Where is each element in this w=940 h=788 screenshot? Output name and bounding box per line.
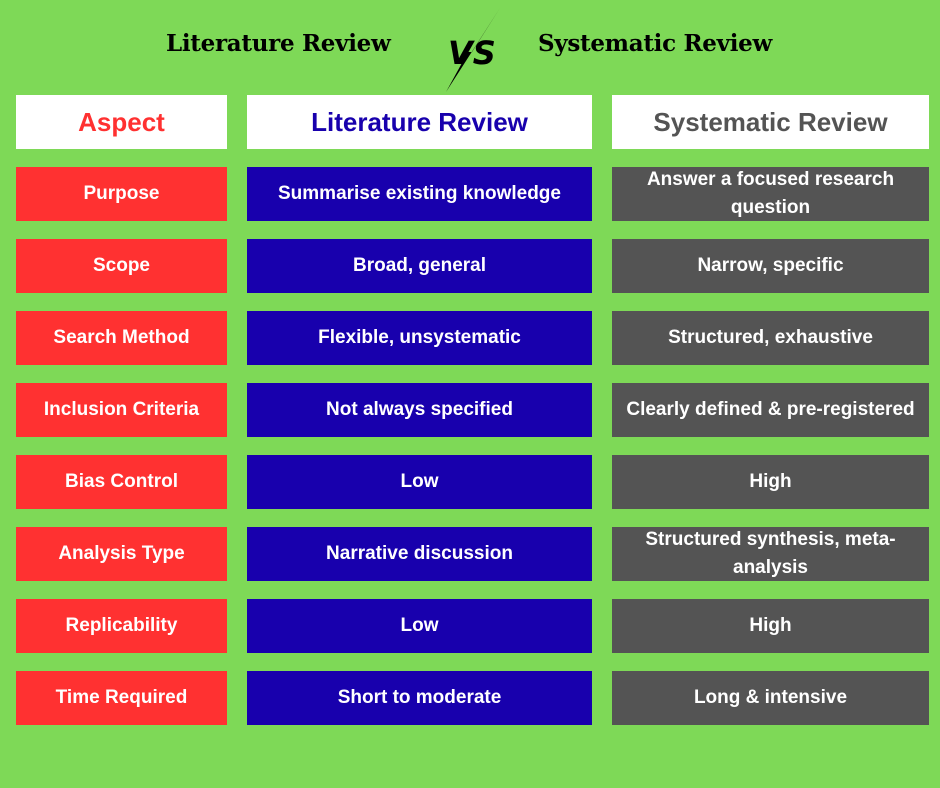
column-header-aspect: Aspect <box>16 95 227 149</box>
table-cell-systematic: Clearly defined & pre-registered <box>612 383 929 437</box>
svg-text:VS: VS <box>448 34 496 72</box>
vs-lightning-icon: VS <box>446 8 500 92</box>
table-cell-aspect: Purpose <box>16 167 227 221</box>
table-cell-systematic: Long & intensive <box>612 671 929 725</box>
table-cell-literature: Low <box>247 455 592 509</box>
table-cell-literature: Flexible, unsystematic <box>247 311 592 365</box>
table-cell-systematic: Narrow, specific <box>612 239 929 293</box>
table-cell-systematic: High <box>612 599 929 653</box>
table-cell-aspect: Analysis Type <box>16 527 227 581</box>
table-cell-systematic: Structured, exhaustive <box>612 311 929 365</box>
table-cell-aspect: Scope <box>16 239 227 293</box>
table-cell-literature: Summarise existing knowledge <box>247 167 592 221</box>
table-cell-aspect: Replicability <box>16 599 227 653</box>
table-cell-aspect: Inclusion Criteria <box>16 383 227 437</box>
table-cell-literature: Broad, general <box>247 239 592 293</box>
table-cell-systematic: Structured synthesis, meta-analysis <box>612 527 929 581</box>
table-cell-aspect: Search Method <box>16 311 227 365</box>
table-cell-literature: Low <box>247 599 592 653</box>
table-cell-literature: Narrative discussion <box>247 527 592 581</box>
column-header-systematic-review: Systematic Review <box>612 95 929 149</box>
table-cell-literature: Short to moderate <box>247 671 592 725</box>
table-cell-aspect: Time Required <box>16 671 227 725</box>
table-cell-literature: Not always specified <box>247 383 592 437</box>
table-cell-systematic: Answer a focused research question <box>612 167 929 221</box>
table-cell-systematic: High <box>612 455 929 509</box>
title-systematic-review: Systematic Review <box>538 30 772 57</box>
title-literature-review: Literature Review <box>166 30 391 57</box>
table-cell-aspect: Bias Control <box>16 455 227 509</box>
column-header-literature-review: Literature Review <box>247 95 592 149</box>
